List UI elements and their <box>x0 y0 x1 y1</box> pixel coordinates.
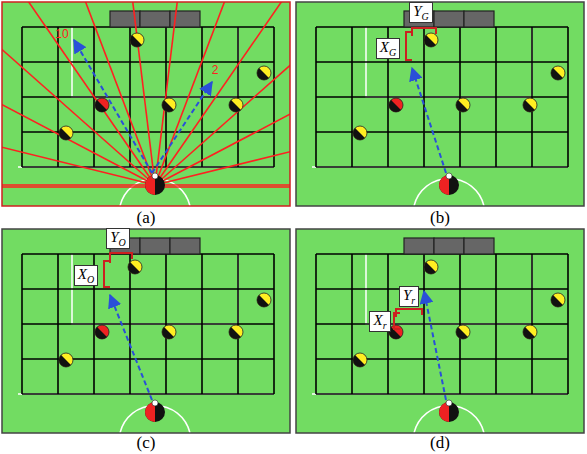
direction-arrow <box>412 68 446 173</box>
opponent-robot <box>551 66 565 80</box>
panel-border <box>2 229 290 433</box>
direction-arrow <box>110 295 152 400</box>
opponent-robot <box>456 98 470 112</box>
direction-arrow <box>74 40 152 173</box>
teammate-robot <box>95 325 109 339</box>
field-ground <box>2 229 290 433</box>
panel-border <box>296 229 584 433</box>
label-text: YG <box>413 3 429 19</box>
ray-number: 10 <box>55 27 68 41</box>
label-text: Yr <box>403 287 415 303</box>
goal <box>404 238 494 254</box>
measure-label: Yr <box>399 286 419 307</box>
opponent-robot <box>551 293 565 307</box>
measure-label: Xr <box>369 311 390 332</box>
panel-border <box>2 2 290 206</box>
measure-bracket <box>104 253 132 287</box>
own-robot <box>439 173 459 195</box>
opponent-robot <box>353 353 367 367</box>
field-lines <box>18 254 274 433</box>
opponent-robot <box>523 325 537 339</box>
field-lines <box>312 254 568 433</box>
field-panel <box>296 229 584 433</box>
panel-caption: (d) <box>430 433 450 453</box>
measure-bracket <box>394 309 422 329</box>
opponent-robot <box>229 325 243 339</box>
opponent-robot <box>59 126 73 140</box>
opponent-robot <box>456 325 470 339</box>
opponent-robot <box>257 66 271 80</box>
label-text: XO <box>78 266 94 282</box>
own-robot <box>145 400 165 422</box>
field-panel <box>296 2 584 206</box>
goal <box>110 11 200 27</box>
opponent-robot <box>128 260 142 274</box>
direction-arrow <box>424 291 446 400</box>
teammate-robot <box>389 325 403 339</box>
opponent-robot <box>424 33 438 47</box>
label-text: Xr <box>373 312 386 328</box>
opponent-robot <box>59 353 73 367</box>
panel-border <box>296 2 584 206</box>
field-ground <box>296 2 584 206</box>
opponent-robot <box>353 126 367 140</box>
opponent-robot <box>523 98 537 112</box>
measure-label: YG <box>409 2 433 23</box>
own-robot <box>439 400 459 422</box>
measure-label: YO <box>106 228 130 249</box>
field-panel <box>2 229 290 433</box>
teammate-robot <box>389 98 403 112</box>
teammate-robot <box>95 98 109 112</box>
sensor-rays <box>2 2 290 187</box>
panel-caption: (c) <box>137 433 156 453</box>
measure-bracket <box>406 28 436 60</box>
opponent-robot <box>162 98 176 112</box>
direction-arrow <box>152 82 212 173</box>
measure-label: XG <box>376 38 400 59</box>
field-ground <box>296 229 584 433</box>
measure-label: XO <box>74 265 98 286</box>
ray-number: 2 <box>212 63 219 77</box>
panel-caption: (b) <box>430 208 450 228</box>
opponent-robot <box>229 98 243 112</box>
grid <box>316 27 568 167</box>
label-text: YO <box>110 229 126 245</box>
field-lines <box>312 27 568 206</box>
opponent-robot <box>424 260 438 274</box>
opponent-robot <box>130 33 144 47</box>
grid <box>316 254 568 394</box>
label-text: XG <box>380 39 396 55</box>
opponent-robot <box>257 293 271 307</box>
own-robot <box>145 173 165 195</box>
opponent-robot <box>162 325 176 339</box>
grid <box>22 254 274 394</box>
panel-caption: (a) <box>137 208 156 228</box>
